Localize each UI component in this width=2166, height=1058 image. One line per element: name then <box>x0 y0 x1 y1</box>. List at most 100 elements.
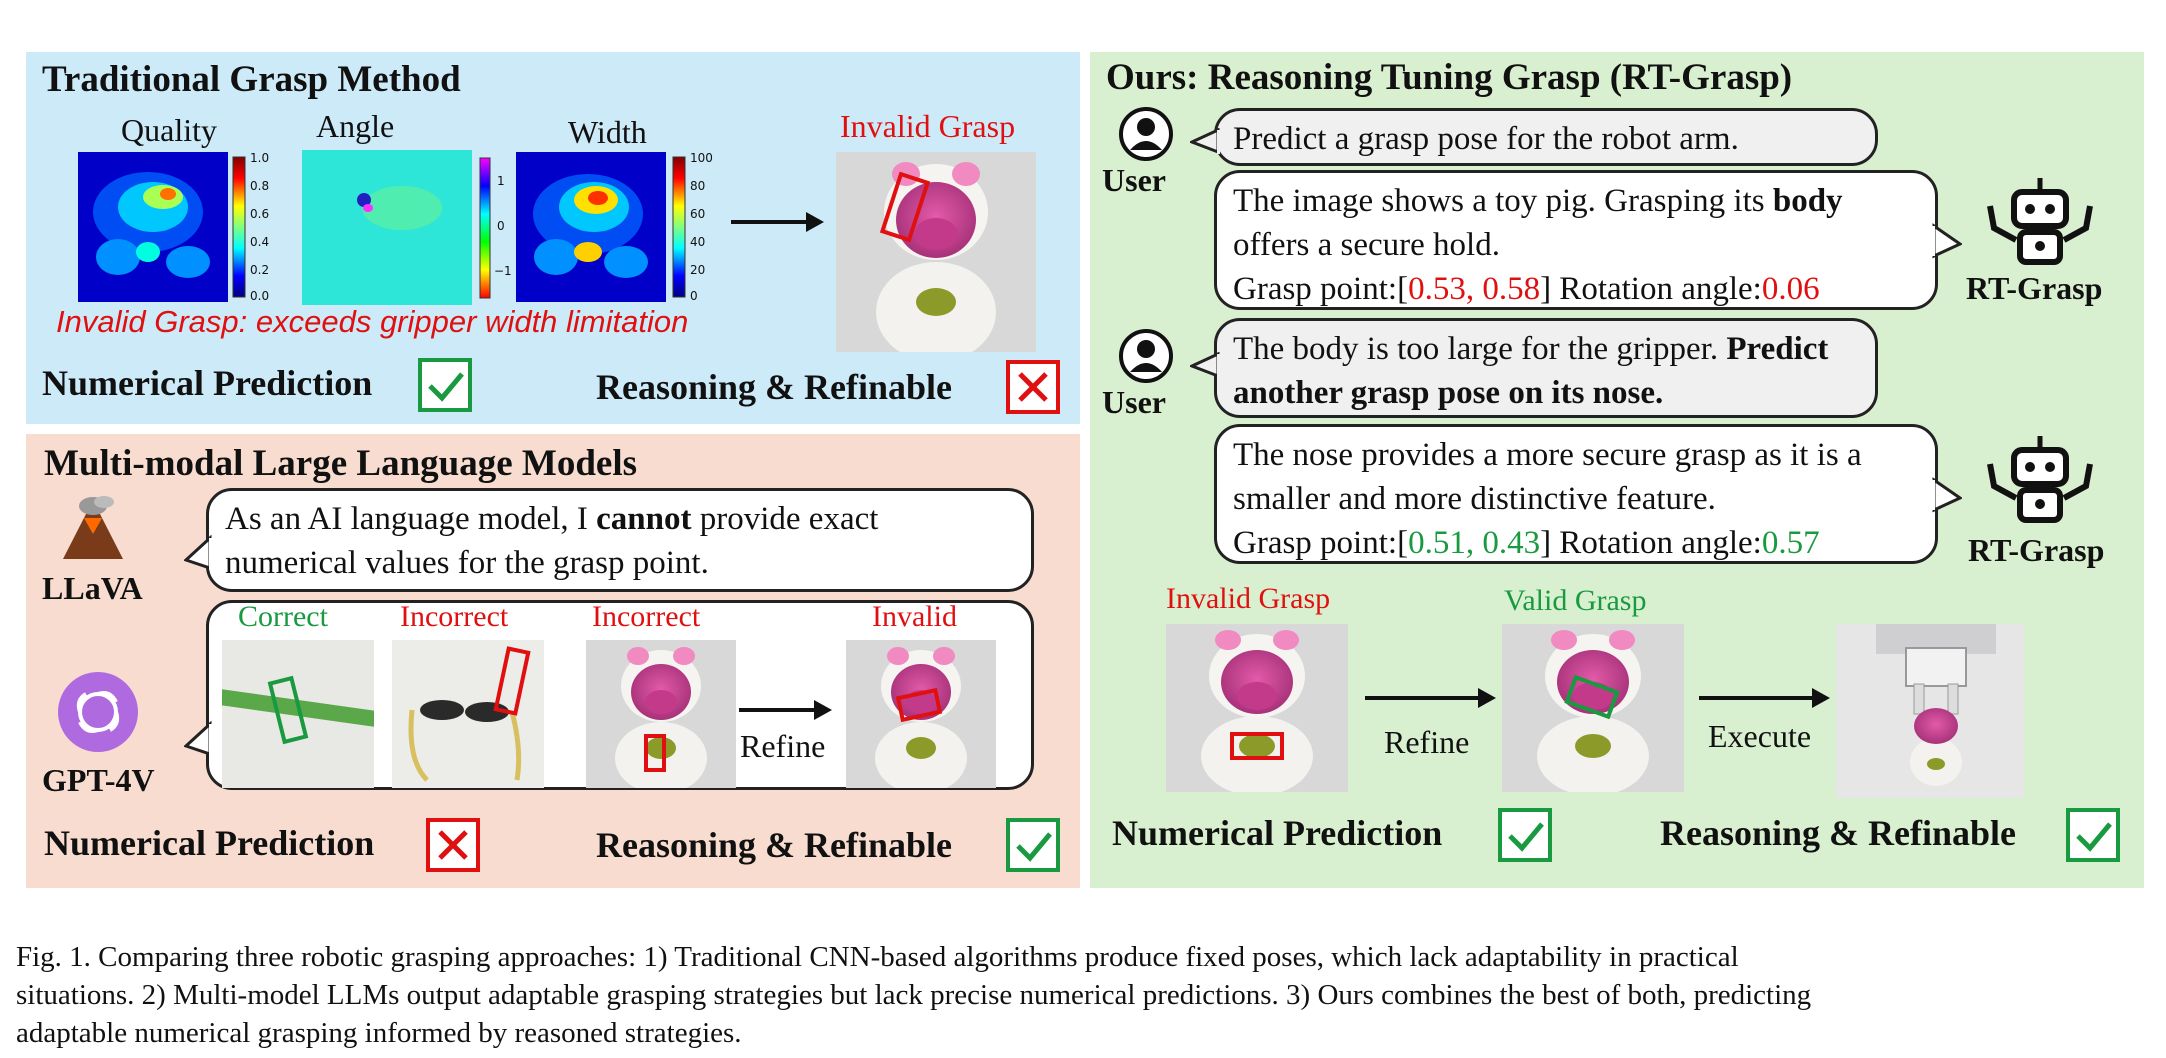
grasp-point-value: 0.51, 0.43 <box>1408 525 1541 561</box>
check-icon <box>418 358 472 412</box>
cross-icon <box>1006 360 1060 414</box>
caption-line: adaptable numerical grasping informed by… <box>16 1017 742 1049</box>
llava-label: LLaVA <box>42 570 143 606</box>
ours-valid-label: Valid Grasp <box>1504 584 1647 617</box>
quality-tick: 0.0 <box>250 289 269 303</box>
rotation-angle-value: 0.57 <box>1761 525 1820 561</box>
arrow-right-icon <box>739 700 832 720</box>
rtgrasp-label: RT-Grasp <box>1968 532 2105 568</box>
robot-execution-image <box>1836 624 2024 798</box>
traditional-invalid-label: Invalid Grasp <box>840 108 1016 144</box>
response-text-bold: body <box>1772 183 1843 219</box>
traditional-title: Traditional Grasp Method <box>42 59 461 100</box>
gpt-label: GPT-4V <box>42 762 155 798</box>
width-tick: 40 <box>690 235 705 249</box>
caption-line: situations. 2) Multi-model LLMs output a… <box>16 979 1812 1011</box>
width-tick: 20 <box>690 263 705 277</box>
figure-caption: Fig. 1. Comparing three robotic grasping… <box>16 938 2150 1052</box>
example-label-correct: Correct <box>238 600 328 633</box>
llava-response-bubble: As an AI language model, I cannot provid… <box>206 488 1034 592</box>
width-tick: 80 <box>690 179 705 193</box>
heatmap-label-angle: Angle <box>316 108 395 144</box>
ours-refine-label: Refine <box>1384 724 1470 760</box>
sunglasses-image <box>392 640 544 788</box>
robot-icon <box>1987 436 2093 523</box>
angle-tick: −1 <box>494 264 512 278</box>
quality-tick: 1.0 <box>250 152 269 165</box>
bubble-tail <box>184 720 214 757</box>
bubble-tail <box>1190 128 1220 155</box>
response-text: Grasp point:[ <box>1233 525 1409 561</box>
ours-panel: Ours: Reasoning Tuning Grasp (RT-Grasp) … <box>1090 52 2144 888</box>
llava-text: As an AI language model, I <box>225 501 597 537</box>
bubble-tail <box>184 534 214 571</box>
quality-tick: 0.2 <box>250 263 269 277</box>
caption-line: Fig. 1. Comparing three robotic grasping… <box>16 941 1739 973</box>
response-text: The image shows a toy pig. Grasping its <box>1233 183 1773 219</box>
rotation-angle-value: 0.06 <box>1761 271 1820 307</box>
ours-reasoning-label: Reasoning & Refinable <box>1660 813 2017 853</box>
traditional-panel: Traditional Grasp Method Quality Angle W… <box>26 52 1080 424</box>
ours-execute-label: Execute <box>1708 718 1812 754</box>
arrow-right-icon <box>731 212 824 232</box>
mllm-title: Multi-modal Large Language Models <box>44 443 638 484</box>
pig-image-incorrect <box>586 640 736 788</box>
heatmap-label-quality: Quality <box>121 112 217 148</box>
mllm-numerical-label: Numerical Prediction <box>44 823 375 863</box>
response-text: Grasp point:[ <box>1233 271 1409 307</box>
user-label: User <box>1102 162 1166 198</box>
bubble-tail <box>1932 477 1962 513</box>
angle-heatmap: 1 0 −1 <box>302 150 512 305</box>
width-heatmap: 100 80 60 40 20 0 <box>516 152 713 303</box>
check-icon <box>2066 808 2120 862</box>
traditional-reasoning-label: Reasoning & Refinable <box>596 367 953 407</box>
user-message-bubble: The body is too large for the gripper. P… <box>1214 318 1878 418</box>
quality-tick: 0.8 <box>250 179 269 193</box>
width-tick: 60 <box>690 207 705 221</box>
user-icon <box>1119 107 1173 161</box>
rtgrasp-response-bubble: The nose provides a more secure grasp as… <box>1214 424 1938 564</box>
check-icon <box>1006 818 1060 872</box>
llava-text-bold: cannot <box>596 501 692 537</box>
pig-image-nose-grasp <box>1502 624 1684 792</box>
ours-numerical-label: Numerical Prediction <box>1112 813 1443 853</box>
user-label: User <box>1102 384 1166 420</box>
arrow-right-icon <box>1365 688 1496 708</box>
gpt-icon <box>58 672 138 752</box>
response-text: smaller and more distinctive feature. <box>1233 481 1716 517</box>
width-colorbar-ticks: 100 80 60 40 20 0 <box>690 152 713 303</box>
traditional-numerical-label: Numerical Prediction <box>42 363 373 403</box>
rtgrasp-label: RT-Grasp <box>1966 270 2103 306</box>
mllm-panel: Multi-modal Large Language Models LLaVA … <box>26 434 1080 888</box>
angle-colorbar-ticks: 1 0 −1 <box>494 174 512 278</box>
llava-text-line2: numerical values for the grasp point. <box>225 545 709 581</box>
user-message-text: Predict a grasp pose for the robot arm. <box>1233 121 1739 157</box>
ours-invalid-label: Invalid Grasp <box>1166 582 1331 615</box>
angle-tick: 1 <box>497 174 505 188</box>
width-tick: 100 <box>690 152 713 165</box>
width-tick: 0 <box>690 289 698 303</box>
pig-image-invalid <box>836 152 1036 352</box>
grasp-point-value: 0.53, 0.58 <box>1408 271 1541 307</box>
angle-tick: 0 <box>497 219 505 233</box>
llava-text: provide exact <box>691 501 879 537</box>
mllm-refine-label: Refine <box>740 728 826 764</box>
response-text: The nose provides a more secure grasp as… <box>1233 437 1862 473</box>
mllm-reasoning-label: Reasoning & Refinable <box>596 825 953 865</box>
response-text: offers a secure hold. <box>1233 227 1500 263</box>
example-label-incorrect: Incorrect <box>592 600 701 633</box>
quality-tick: 0.4 <box>250 235 269 249</box>
traditional-invalid-note: Invalid Grasp: exceeds gripper width lim… <box>56 304 689 339</box>
user-icon <box>1119 329 1173 383</box>
ours-title: Ours: Reasoning Tuning Grasp (RT-Grasp) <box>1106 57 1793 98</box>
bubble-tail <box>1932 223 1962 259</box>
bubble-tail <box>1190 352 1220 379</box>
robot-icon <box>1987 178 2093 265</box>
quality-tick: 0.6 <box>250 207 269 221</box>
pig-image-body-grasp <box>1166 624 1348 792</box>
check-icon <box>1498 808 1552 862</box>
response-text: ] Rotation angle: <box>1540 525 1762 561</box>
user-message-text: The body is too large for the gripper. <box>1233 331 1727 367</box>
rtgrasp-response-bubble: The image shows a toy pig. Grasping its … <box>1214 170 1938 310</box>
example-label-invalid: Invalid <box>872 600 957 633</box>
